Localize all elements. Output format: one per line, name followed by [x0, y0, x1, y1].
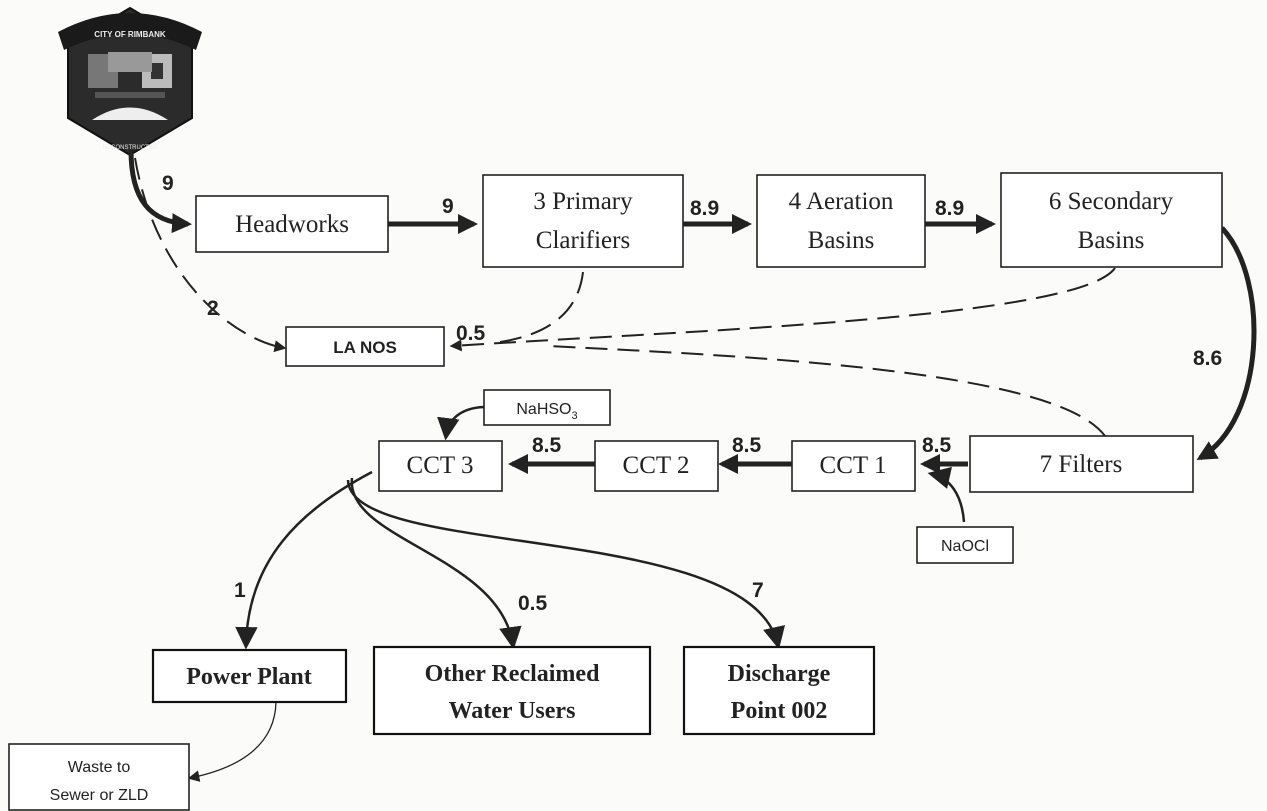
flow-label-to-la-nos: 2 [207, 297, 219, 320]
other-users-line1: Other Reclaimed [425, 661, 600, 687]
primary-label-line1: 3 Primary [533, 188, 633, 215]
secondary-label-line1: 6 Secondary [1049, 188, 1174, 215]
cct2-label: CCT 2 [623, 452, 690, 479]
aeration-basins-box: 4 Aeration Basins [756, 174, 926, 268]
headworks-label: Headworks [235, 211, 349, 238]
nahso3-label: NaHSO3 [516, 401, 577, 422]
la-nos-box: LA NOS [285, 326, 445, 367]
power-plant-label: Power Plant [186, 664, 312, 690]
flow-to-la-nos [134, 157, 287, 353]
naocl-label: NaOCl [941, 538, 989, 555]
naocl-box: NaOCl [916, 526, 1014, 564]
flow-label-to-discharge: 7 [752, 579, 764, 602]
flow-label-cct2-cct3: 8.5 [532, 434, 562, 457]
other-users-line2: Water Users [449, 698, 576, 724]
logo-bottom-text: RECONSTRUCTED [103, 145, 158, 151]
primary-clarifiers-box: 3 Primary Clarifiers [482, 174, 684, 268]
power-plant-box: Power Plant [151, 648, 348, 704]
filters-box: 7 Filters [969, 435, 1194, 493]
flow-nahso3-cct3 [437, 405, 485, 441]
flow-power-waste [187, 701, 277, 782]
flow-label-filters-cct1: 8.5 [922, 434, 952, 457]
flow-label-primary-aeration: 8.9 [690, 197, 719, 220]
cct2-box: CCT 2 [594, 440, 719, 492]
headworks-box: Headworks [195, 195, 389, 253]
cct1-label: CCT 1 [820, 452, 887, 479]
discharge-line2: Point 002 [731, 698, 828, 724]
cct1-box: CCT 1 [791, 440, 916, 492]
flow-naocl-cct1 [927, 466, 966, 523]
flow-label-to-headworks: 9 [162, 172, 174, 195]
flow-label-to-other-users: 0.5 [518, 592, 548, 615]
flow-label-headworks-primary: 9 [442, 195, 454, 218]
flow-label-cct1-cct2: 8.5 [732, 434, 762, 457]
flow-secondary-la-nos [449, 267, 1116, 352]
aeration-label-line1: 4 Aeration [789, 188, 894, 215]
cct3-box: CCT 3 [378, 440, 503, 492]
flow-label-la-nos-return: 0.5 [456, 322, 486, 345]
flow-label-to-power-plant: 1 [234, 579, 246, 602]
discharge-line1: Discharge [728, 661, 831, 687]
cct3-label: CCT 3 [407, 452, 474, 479]
other-users-box: Other Reclaimed Water Users [372, 645, 652, 736]
flow-secondary-filters [1196, 226, 1257, 461]
flow-primary-la-nos [499, 271, 584, 343]
secondary-basins-box: 6 Secondary Basins [1000, 172, 1223, 268]
waste-line2: Sewer or ZLD [50, 787, 149, 804]
flow-cct3-other-users [350, 477, 522, 650]
flow-filters-backwash [547, 345, 1106, 437]
logo-top-text: CITY OF RIMBANK [94, 30, 166, 39]
flow-cct3-power-plant [235, 470, 373, 650]
flow-cct3-discharge [346, 479, 785, 650]
nahso3-box: NaHSO3 [483, 389, 611, 426]
la-nos-label: LA NOS [333, 338, 397, 357]
primary-label-line2: Clarifiers [536, 227, 630, 254]
flow-label-secondary-filters: 8.6 [1193, 347, 1222, 370]
waste-line1: Waste to [68, 759, 131, 776]
waste-box: Waste to Sewer or ZLD [8, 743, 190, 811]
aeration-label-line2: Basins [808, 227, 875, 254]
city-seal-logo: CITY OF RIMBANK RECONSTRUCTED [58, 6, 202, 157]
discharge-box: Discharge Point 002 [682, 645, 876, 736]
filters-label: 7 Filters [1040, 451, 1123, 478]
secondary-label-line2: Basins [1078, 227, 1145, 254]
flow-to-headworks [128, 149, 192, 234]
flow-label-aeration-secondary: 8.9 [935, 197, 964, 220]
